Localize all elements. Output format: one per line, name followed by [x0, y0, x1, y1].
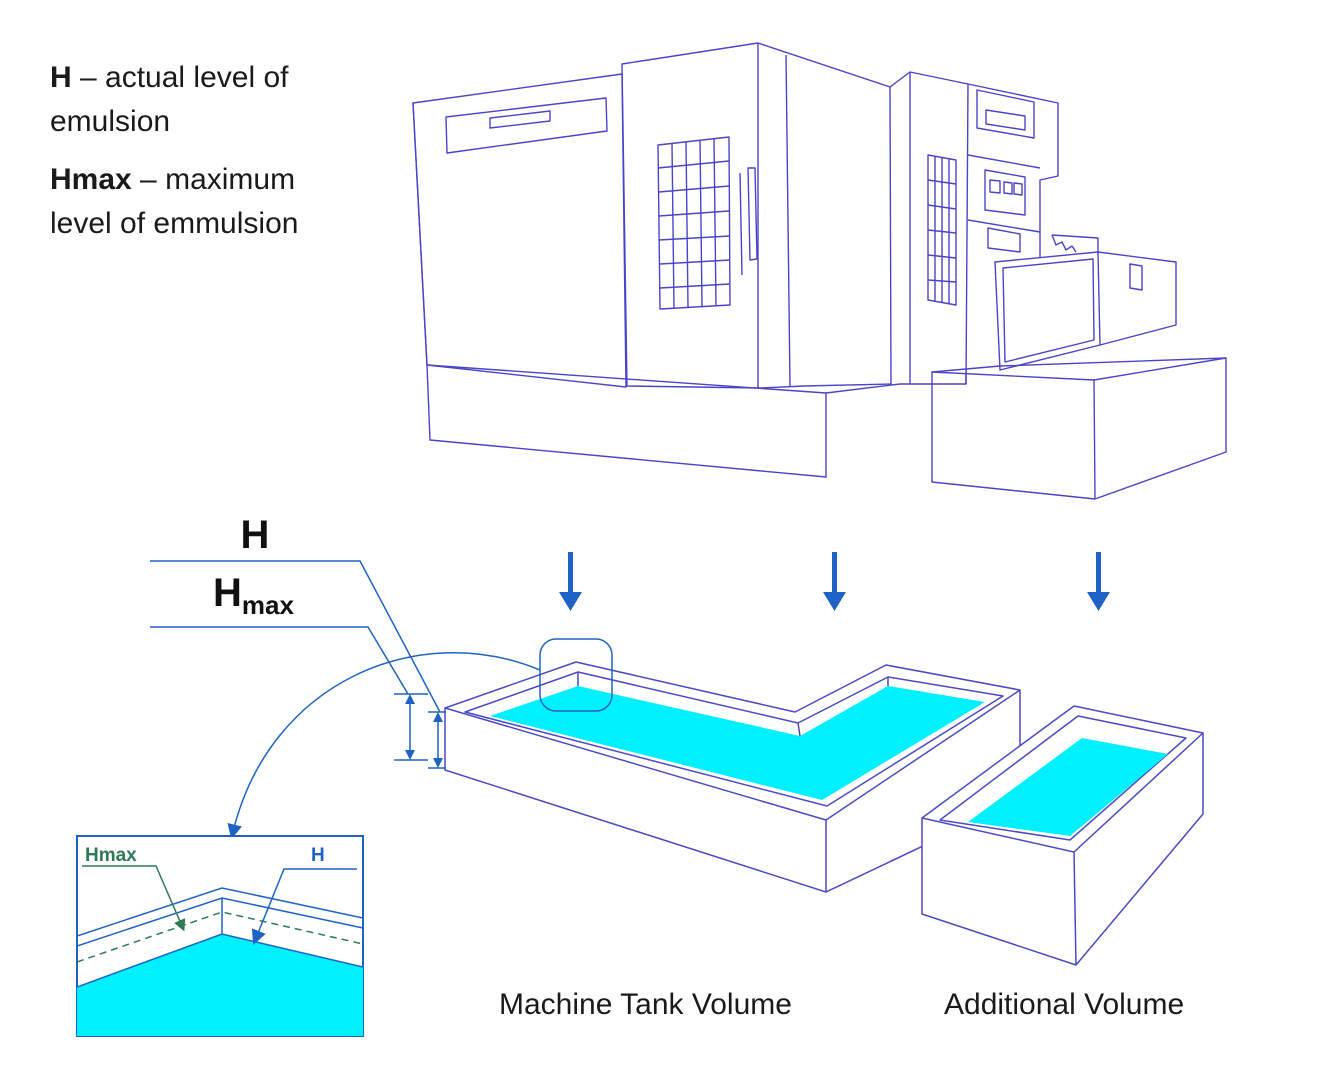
flow-arrows [559, 552, 1110, 611]
legend: H – actual level of emulsion Hmax – maxi… [50, 56, 350, 260]
down-arrow-icon [559, 552, 582, 611]
inset-hmax-label: Hmax [85, 845, 137, 866]
h-dimension-label: H [241, 513, 270, 557]
legend-hmax-description: – maximum level of emmulsion [50, 163, 299, 240]
cnc-machine-drawing [412, 42, 1227, 500]
machine-tank [444, 661, 1021, 893]
additional-volume-caption: Additional Volume [944, 988, 1185, 1021]
down-arrow-icon [1087, 552, 1110, 611]
down-arrow-icon [823, 552, 846, 611]
dimension-annotation [150, 560, 613, 840]
legend-hmax-item: Hmax – maximum level of emmulsion [50, 158, 350, 246]
legend-h-term: H [50, 61, 72, 94]
legend-h-description: – actual level of emulsion [50, 61, 289, 138]
door-window-grid [657, 136, 731, 310]
inset-detail: Hmax H [76, 835, 364, 1037]
dimension-arrowheads [405, 694, 443, 768]
additional-tank [921, 705, 1204, 966]
legend-hmax-term: Hmax [50, 163, 132, 196]
machine-tank-caption: Machine Tank Volume [499, 988, 792, 1021]
inset-h-label: H [311, 845, 325, 866]
legend-h-item: H – actual level of emulsion [50, 56, 350, 144]
hmax-dimension-label: Hmax [213, 571, 294, 620]
